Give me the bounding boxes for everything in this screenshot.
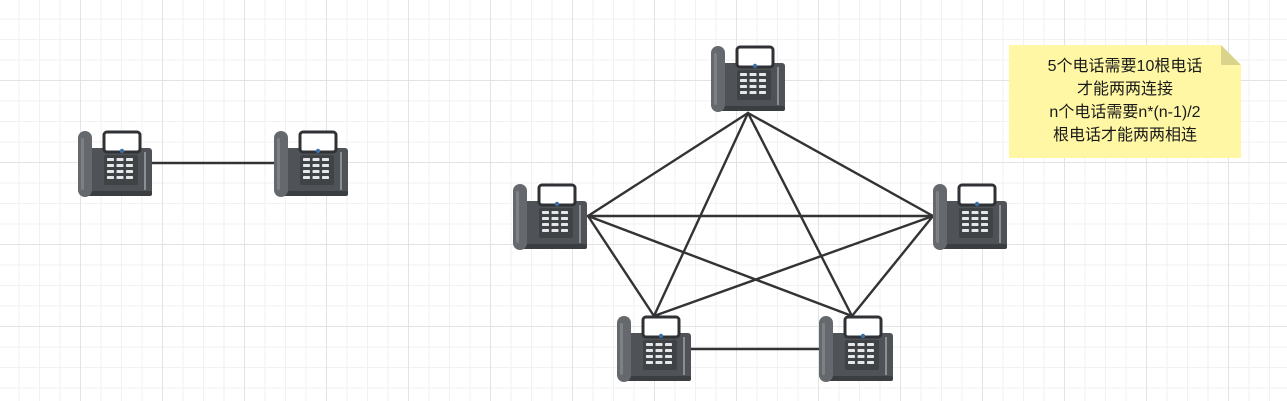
note-line-3: n个电话需要n*(n-1)/2 [1049,104,1201,121]
connector-line-right-bottomleft[interactable] [652,214,935,318]
connector-line-right-bottomright[interactable] [850,214,935,318]
note-line-1: 5个电话需要10根电话 [1047,58,1203,75]
sticky-note-text: 5个电话需要10根电话 才能两两连接 n个电话需要n*(n-1)/2 根电话才能… [1009,55,1241,147]
note-line-4: 根电话才能两两相连 [1052,127,1197,144]
connector-line-top-left[interactable] [586,111,750,218]
connector-line-left-bottomleft[interactable] [586,214,656,318]
connector-lines [150,111,935,351]
telephone-icon-pentagon-bottom-left[interactable] [617,315,691,382]
connector-line-top-bottomleft[interactable] [652,111,750,318]
telephone-icon-pentagon-top[interactable] [711,45,785,112]
telephone-icon-pair-right[interactable] [274,130,348,197]
telephone-icon-pair-left[interactable] [78,130,152,197]
note-line-2: 才能两两连接 [1076,81,1173,98]
connector-line-top-bottomright[interactable] [746,111,854,318]
connector-line-top-right[interactable] [746,111,935,218]
telephone-icon-pentagon-bottom-right[interactable] [819,315,893,382]
telephone-icon-pentagon-left[interactable] [513,183,587,250]
telephone-icon-pentagon-right[interactable] [933,183,1007,250]
sticky-note[interactable]: 5个电话需要10根电话 才能两两连接 n个电话需要n*(n-1)/2 根电话才能… [1009,45,1241,158]
sticky-note-shape [1009,45,1241,158]
telephones [78,45,1007,382]
connector-line-left-bottomright[interactable] [586,214,854,318]
